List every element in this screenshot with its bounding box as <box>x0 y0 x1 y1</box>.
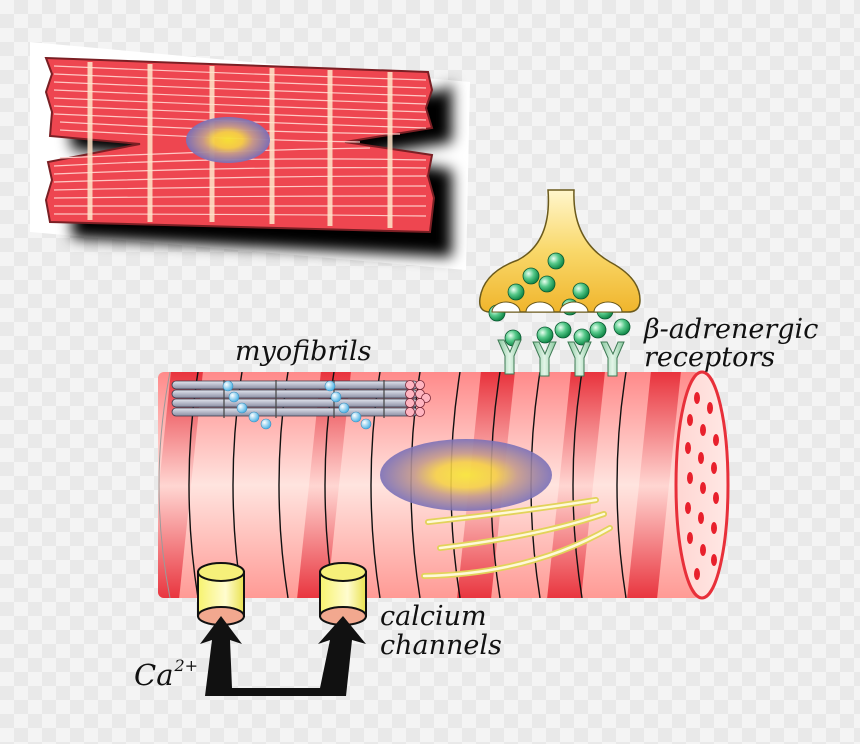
receptor <box>600 341 625 377</box>
beta-receptors-label: β-adrenergic receptors <box>644 316 818 372</box>
end-face-myofibrils <box>685 392 719 580</box>
cell-nucleus <box>186 117 270 163</box>
vesicle <box>554 321 572 339</box>
calcium-channels-label-line2: channels <box>380 630 502 661</box>
beta-receptors-label-line2: receptors <box>644 342 776 373</box>
calcium-ions <box>222 380 372 430</box>
vesicle <box>613 318 631 336</box>
receptor <box>532 341 557 377</box>
calcium-channel-left <box>197 562 245 626</box>
vesicle <box>522 267 540 285</box>
ion-symbol: Ca <box>134 658 174 692</box>
vesicle <box>536 326 554 344</box>
ion-charge: 2+ <box>174 656 199 675</box>
sarcoplasmic-reticulum-inner <box>422 498 612 578</box>
cardiomyocyte-cell <box>30 42 470 270</box>
vesicle <box>538 275 556 293</box>
beta-receptors-label-line1: β-adrenergic <box>644 314 819 345</box>
cell-z-bands <box>87 62 393 228</box>
arrow-icon <box>200 616 366 696</box>
nerve-terminal <box>478 189 641 347</box>
myofibril-ends <box>405 380 431 417</box>
muscle-fibre <box>158 370 730 600</box>
fibre-nucleus <box>380 439 552 511</box>
vesicle <box>572 282 590 300</box>
calcium-channels-label: calcium channels <box>380 602 502 660</box>
vesicle <box>547 252 565 270</box>
vesicle <box>507 283 525 301</box>
receptor <box>497 339 522 375</box>
myofibrils-label: myofibrils <box>235 336 372 367</box>
fibre-left-cap <box>158 371 171 599</box>
calcium-influx-arrows <box>200 616 366 696</box>
myofibril-bundle <box>171 380 431 418</box>
beta-receptors <box>497 339 625 377</box>
nerve-terminal-body <box>478 189 641 313</box>
vesicle <box>589 321 607 339</box>
calcium-channel-right <box>319 562 367 626</box>
vesicle <box>573 328 591 346</box>
calcium-channels-label-line1: calcium <box>380 601 487 632</box>
release-sites <box>491 301 623 313</box>
receptor <box>567 341 592 377</box>
calcium-ion-label: Ca2+ <box>134 658 198 692</box>
synaptic-vesicles <box>488 252 631 347</box>
